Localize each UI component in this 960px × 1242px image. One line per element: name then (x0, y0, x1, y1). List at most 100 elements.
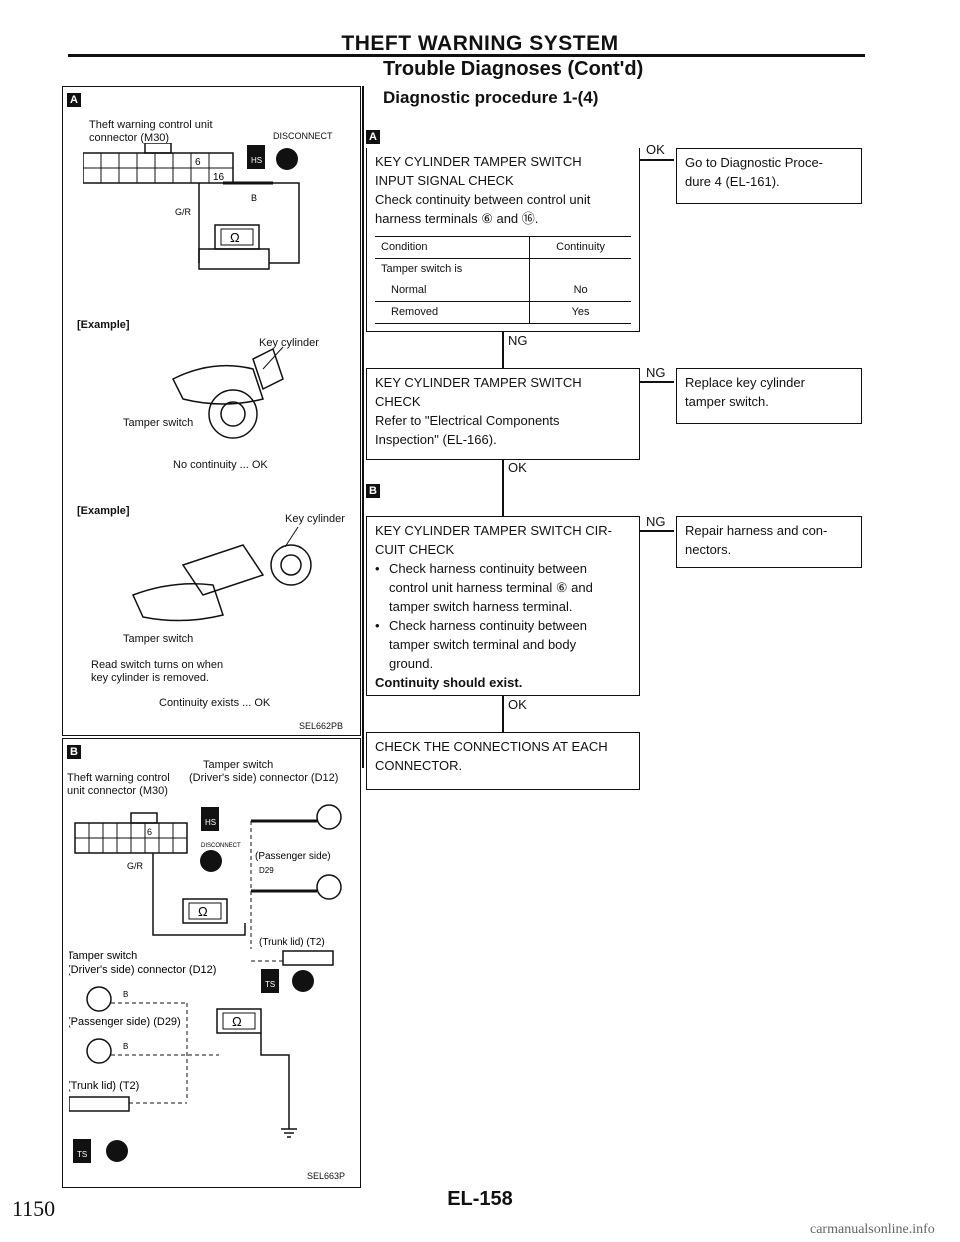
disconnect-label: DISCONNECT (273, 131, 333, 141)
step-4-line-2: CONNECTOR. (375, 758, 463, 773)
pin-6-b: 6 (147, 827, 152, 837)
ok-1-label: OK (646, 142, 665, 157)
ng-1-connector (502, 332, 504, 368)
condition-table: Condition Continuity Tamper switch is No… (375, 236, 631, 324)
result-2-box: Replace key cylinder tamper switch. (676, 368, 862, 424)
key-cylinder-label-2: Key cylinder (285, 513, 345, 525)
ohm-a: Ω (230, 230, 240, 245)
example-2: [Example] (77, 505, 130, 517)
ng-1-label: NG (508, 333, 528, 348)
trunk-label-b: (Trunk lid) (T2) (259, 937, 325, 948)
cu-label: Theft warning control (67, 772, 170, 784)
step-3-bullet-1: • Check harness continuity between contr… (375, 559, 631, 616)
step-3-bullet-2c: ground. (389, 656, 434, 671)
figure-code-b: SEL663P (307, 1171, 346, 1181)
pin-16-label: 16 (213, 172, 225, 183)
step-3-bullet-2: • Check harness continuity between tampe… (375, 616, 631, 673)
table-header-continuity: Continuity (556, 241, 606, 253)
step-3-box: KEY CYLINDER TAMPER SWITCH CIR- CUIT CHE… (366, 516, 640, 696)
step-2-line-3: Refer to "Electrical Components (375, 413, 560, 428)
hs-label-b: HS (205, 818, 216, 827)
step-3-bullet-1a: Check harness continuity between (389, 561, 588, 576)
table-row-normal-condition: Normal (375, 280, 531, 302)
ohm-b-bottom: Ω (232, 1014, 242, 1029)
result-1-line-1: Go to Diagnostic Proce- (685, 155, 824, 170)
panel-a: A Theft warning control unit connector (… (62, 86, 361, 736)
flow-tag-a: A (366, 130, 380, 144)
disconnect-label-b: DISCONNECT (201, 843, 241, 849)
wire-b-a: B (251, 193, 257, 203)
ok-2-label: OK (508, 460, 527, 475)
section-subtitle: Trouble Diagnoses (Cont'd) (383, 58, 644, 80)
step-3-bullet-2a: Check harness continuity between (389, 618, 588, 633)
ng-2-connector (640, 381, 674, 383)
ts-ref: (Driver's side) connector (D12) (189, 772, 339, 784)
ng-3-label: NG (646, 514, 666, 529)
step-4-line-1: CHECK THE CONNECTIONS AT EACH (375, 739, 608, 754)
ts-tag-2: TS (77, 1150, 87, 1159)
step-1-line-2: INPUT SIGNAL CHECK (375, 173, 514, 188)
step-3-bullet-1c: tamper switch harness terminal. (389, 599, 573, 614)
tamper-switch-label-1: Tamper switch (123, 417, 194, 429)
key-cylinder-illustration-2 (131, 526, 312, 622)
table-header-condition: Condition (375, 236, 531, 259)
title-rule (68, 54, 865, 57)
ohm-b-top: Ω (198, 904, 208, 919)
step-2-line-2: CHECK (375, 394, 421, 409)
ok-3-connector (502, 696, 504, 732)
connector-diagram-a: 6 16 HS G/R B Ω (83, 143, 300, 270)
step-3-line-1: KEY CYLINDER TAMPER SWITCH CIR- (375, 523, 612, 538)
table-row-removed-condition: Removed (375, 301, 531, 324)
procedure-title: Diagnostic procedure 1-(4) (383, 88, 599, 107)
ts-label-2: (Driver's side) connector (D12) (69, 964, 216, 976)
step-3-bullet-2b: tamper switch terminal and body (389, 637, 577, 652)
watermark: carmanualsonline.info (810, 1222, 935, 1237)
page-title: THEFT WARNING SYSTEM (341, 32, 619, 55)
step-3-line-2: CUIT CHECK (375, 542, 455, 557)
step-1-line-1: KEY CYLINDER TAMPER SWITCH (375, 154, 582, 169)
passenger-label-b2: (Passenger side) (D29) (69, 1016, 181, 1028)
table-row-removed-continuity: Yes (571, 306, 590, 318)
note-line-1: Read switch turns on when (91, 659, 224, 671)
step-1-line-4: harness terminals ⑥ and ⑯. (375, 211, 539, 226)
ok-1-connector (640, 159, 674, 161)
step-2-box: KEY CYLINDER TAMPER SWITCH CHECK Refer t… (366, 368, 640, 460)
key-cylinder-label-1: Key cylinder (259, 337, 319, 349)
ok-2-connector (502, 460, 504, 516)
ts-label-1: Tamper switch (69, 950, 137, 962)
column-divider (362, 86, 364, 768)
d29-label: D29 (259, 866, 274, 875)
cu-ref: unit connector (M30) (67, 785, 168, 797)
ng-2-label: NG (646, 365, 666, 380)
result-1: No continuity ... OK (173, 459, 268, 471)
trunk-label-b2: (Trunk lid) (T2) (69, 1080, 139, 1092)
table-group-label: Tamper switch is (375, 258, 531, 280)
wire-gr-a: G/R (175, 207, 192, 217)
connector-ref: connector (M30) (89, 132, 170, 144)
wire-gr-b: G/R (127, 861, 144, 871)
result-2-line-1: Replace key cylinder (685, 375, 805, 390)
wire-b-b2: B (123, 1042, 128, 1051)
wire-b-b1: B (123, 990, 128, 999)
ok-3-label: OK (508, 697, 527, 712)
panel-b-tag: B (67, 745, 81, 759)
step-2-line-1: KEY CYLINDER TAMPER SWITCH (375, 375, 582, 390)
step-4-box: CHECK THE CONNECTIONS AT EACH CONNECTOR. (366, 732, 640, 790)
pin-6-label: 6 (195, 157, 201, 168)
panel-b: B Tamper switch Theft warning control (D… (62, 738, 361, 1188)
table-row-normal-continuity: No (573, 284, 588, 296)
result-1-line-2: dure 4 (EL-161). (685, 174, 780, 189)
wiring-diagram-b: 6 G/R HS DISCONNECT (Passenger side) D29… (69, 804, 342, 1163)
step-2-line-4: Inspection" (EL-166). (375, 432, 497, 447)
result-3-line-2: nectors. (685, 542, 732, 557)
tamper-switch-label-2: Tamper switch (123, 633, 194, 645)
step-3-conclusion: Continuity should exist. (375, 675, 523, 690)
step-1-box: KEY CYLINDER TAMPER SWITCH INPUT SIGNAL … (366, 148, 640, 332)
ts-tag-1: TS (265, 980, 275, 989)
figure-code-a: SEL662PB (299, 721, 344, 731)
ts-title: Tamper switch (203, 759, 274, 771)
flow-tag-b: B (366, 484, 380, 498)
panel-a-tag: A (67, 93, 81, 107)
hs-label: HS (251, 156, 262, 165)
key-cylinder-illustration-1 (171, 346, 284, 439)
